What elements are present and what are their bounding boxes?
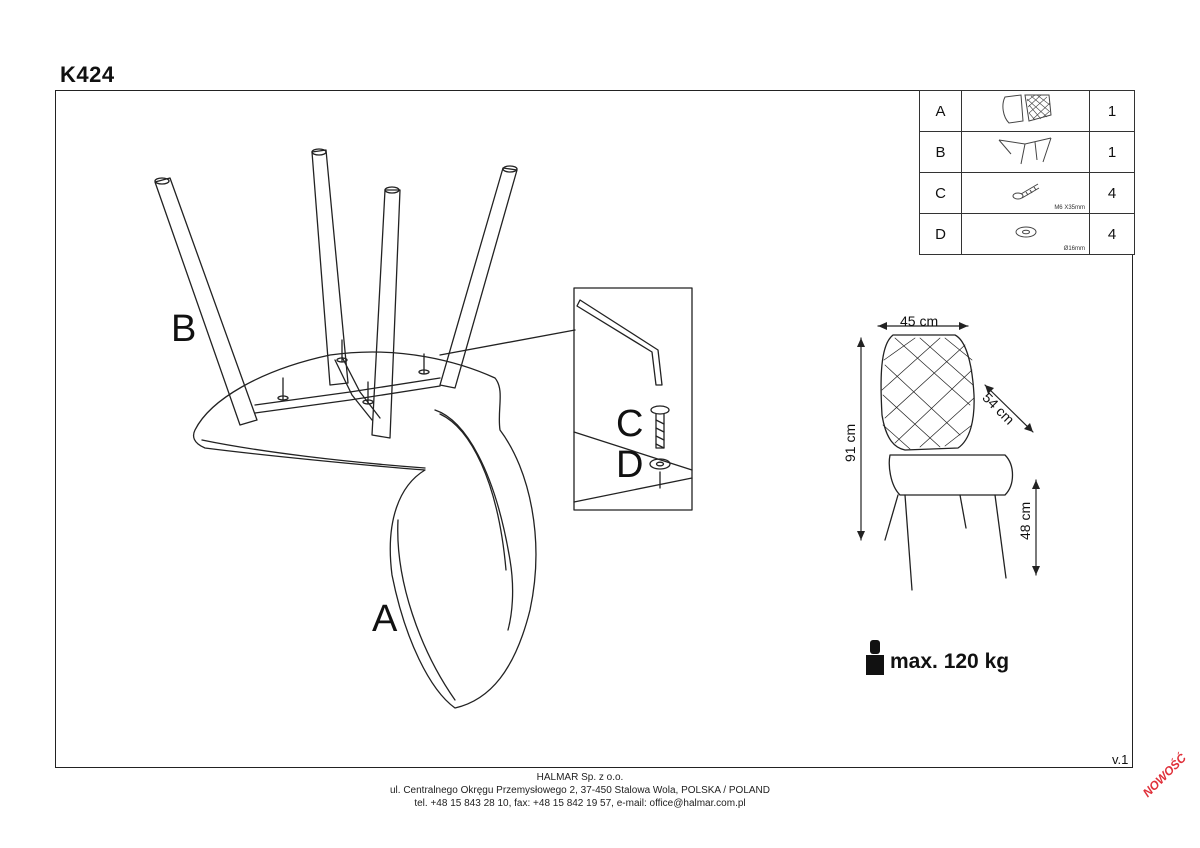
- max-load: max. 120 kg: [890, 650, 1010, 673]
- part-spec: M6 X35mm: [1054, 205, 1085, 211]
- washer-icon: [1015, 226, 1036, 238]
- part-quantity: 1: [1089, 90, 1135, 132]
- part-image: [961, 90, 1090, 132]
- part-letter: B: [919, 131, 962, 173]
- part-spec: Ø16mm: [1063, 246, 1085, 252]
- part-quantity: 4: [1089, 213, 1135, 255]
- part-image: M6 X35mm: [961, 172, 1090, 214]
- part-letter: A: [919, 90, 962, 132]
- part-image: Ø16mm: [961, 213, 1090, 255]
- company-contact: tel. +48 15 843 28 10, fax: +48 15 842 1…: [414, 798, 746, 809]
- label-legs: B: [171, 308, 197, 350]
- part-letter: C: [919, 172, 962, 214]
- dimension-width: 45 cm: [900, 313, 939, 329]
- label-washer: D: [616, 444, 644, 486]
- part-quantity: 1: [1089, 131, 1135, 173]
- drawing-frame: [55, 90, 1133, 768]
- part-letter: D: [919, 213, 962, 255]
- label-bolt: C: [616, 403, 644, 445]
- dimension-height: 91 cm: [842, 423, 858, 462]
- weight-icon: [866, 640, 884, 675]
- seat-shell-illustration: [192, 351, 537, 709]
- leg-frame-illustration: [154, 148, 518, 439]
- parts-list-table: A 1 B 1 C: [919, 90, 1135, 255]
- company-name: HALMAR Sp. z o.o.: [536, 772, 624, 783]
- seat-shell-thumbnail-icon: [1001, 94, 1052, 124]
- footer: HALMAR Sp. z o.o. ul. Centralnego Okręgu…: [280, 771, 880, 810]
- dimension-seat-height: 48 cm: [1017, 501, 1033, 540]
- table-row: C M6 X35mm 4: [919, 172, 1135, 214]
- part-image: [961, 131, 1090, 173]
- bolt-icon: [1012, 183, 1039, 200]
- table-row: B 1: [919, 131, 1135, 173]
- arrowheads: [857, 322, 1040, 575]
- version-label: v.1: [1112, 752, 1129, 767]
- company-address: ul. Centralnego Okręgu Przemysłowego 2, …: [389, 785, 770, 796]
- frame-bolts-illustration: [277, 339, 430, 405]
- label-seat: A: [372, 598, 398, 640]
- part-quantity: 4: [1089, 172, 1135, 214]
- detail-view: [573, 287, 693, 511]
- model-title: K424: [60, 62, 115, 87]
- table-row: A 1: [919, 90, 1135, 132]
- table-row: D Ø16mm 4: [919, 213, 1135, 255]
- dimension-arrows: [860, 325, 1037, 576]
- dimension-chair-illustration: [880, 334, 1014, 591]
- leg-frame-thumbnail-icon: [998, 137, 1051, 165]
